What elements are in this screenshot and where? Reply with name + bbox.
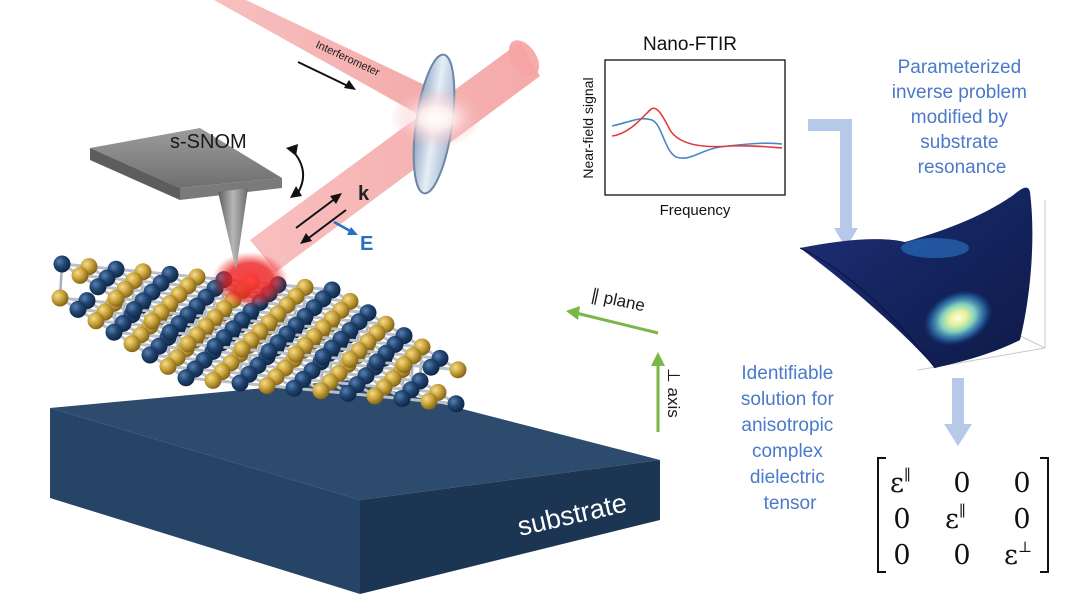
cantilever-end [180,178,282,200]
parallel-plane-label: ∥ plane [589,285,647,315]
right-bracket [1040,457,1049,573]
lattice-atom-navy [260,343,278,361]
lattice-atom-navy [105,323,123,341]
lattice-atom-gold [233,340,251,358]
nano-ftir-frame [604,59,786,196]
lattice-atom-gold [420,392,438,410]
snom-probe [90,128,282,270]
flow-arrow-right [808,119,858,248]
e-label: E [360,233,373,255]
lattice-atom-gold [51,289,69,307]
tensor-eps-yy: ε∥ [945,502,966,535]
snom-label: s-SNOM [170,131,247,153]
lattice-atom-gold [87,312,105,330]
lattice-atom-gold [204,371,222,389]
lattice-atom-gold [312,382,330,400]
near-field-hotspot [212,252,288,308]
flow-arrow-down [944,378,972,446]
solution-minimum [923,289,993,347]
substrate-left [50,408,360,594]
lattice-atom-gold [107,289,125,307]
crystal-lattice [51,255,467,413]
cantilever-side [90,148,180,200]
cantilever-top [90,128,282,188]
tensor-eps-zz: ε⊥ [1004,538,1032,571]
substrate-top [50,380,660,500]
lattice-atom-gold [179,335,197,353]
lattice-atom-gold [366,387,384,405]
red-series-line [611,107,783,149]
k-label: k [358,183,370,205]
perp-axis-label: ⊥ axis [664,368,683,418]
lattice-atom-navy [393,390,411,408]
inverse-problem-surface [800,187,1033,368]
lattice-atom-gold [287,345,305,363]
tensor-zero: 0 [953,540,970,571]
lattice-atom-navy [161,323,179,341]
wave-vector-arrows [295,193,347,244]
substrate-front [360,460,660,594]
lattice-atom-gold [449,361,467,379]
lattice-atom-navy [447,395,465,413]
e-field-arrow [333,220,358,235]
tensor-zero: 0 [1013,504,1030,535]
inverse-problem-text: Parameterized inverse problem modified b… [892,57,1032,178]
nano-ftir-plot: Nano-FTIR Frequency Near-field signal [580,34,786,219]
lattice-atom-navy [368,353,386,371]
nano-ftir-ylabel: Near-field signal [580,77,596,178]
lattice-atom-navy [141,346,159,364]
lattice-atom-gold [159,357,177,375]
lattice-atom-gold [395,356,413,374]
lattice-atom-navy [125,301,143,319]
parallel-plane-arrow [566,306,659,335]
lattice-atom-gold [71,266,89,284]
left-bracket [877,457,886,573]
tensor-zero: 0 [893,540,910,571]
lens [390,53,482,195]
surface-plot [799,187,1046,371]
tensor-eps-xx: ε∥ [890,466,911,499]
lattice-atom-gold [123,335,141,353]
lattice-atom-navy [422,358,440,376]
lattice-atom-navy [314,348,332,366]
probe-tip [218,188,248,270]
tensor-zero: 0 [953,468,970,499]
lattice-atom-navy [231,374,249,392]
substrate-block: substrate [50,380,660,594]
lattice-atom-navy [69,300,87,318]
lattice-atom-gold [258,377,276,395]
nano-ftir-xlabel: Frequency [660,202,731,219]
lattice-atom-gold [143,312,161,330]
lattice-atom-navy [53,255,71,273]
laser-beams [214,0,540,272]
lattice-atom-navy [206,337,224,355]
lattice-atom-navy [89,278,107,296]
nano-ftir-title: Nano-FTIR [643,34,737,55]
interferometer-arrow [297,61,356,90]
tensor-zero: 0 [1013,468,1030,499]
tensor-zero: 0 [893,504,910,535]
perp-axis-arrow [651,352,665,432]
lattice-atom-navy [339,384,357,402]
incoming-beam [214,0,448,122]
lattice-atom-navy [177,369,195,387]
lattice-atom-navy [285,379,303,397]
dielectric-tensor: ε∥ 0 0 0 ε∥ 0 0 0 ε⊥ [877,457,1049,573]
lattice-atom-gold [341,350,359,368]
solution-text: Identifiable solution for anisotropic co… [741,363,839,514]
